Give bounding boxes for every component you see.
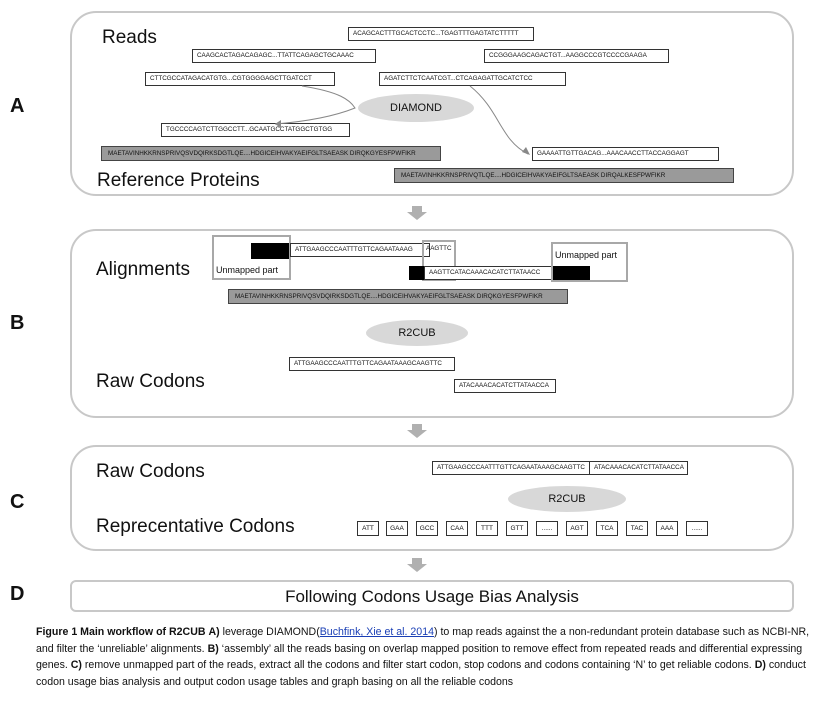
caption-letter-c: C) (70, 659, 82, 671)
reads-title: Reads (102, 27, 157, 48)
raw-codon-seq: ATTGAAGCCCAATTTGTTCAGAATAAAGCAAGTTC (432, 461, 593, 475)
raw-codons-title: Raw Codons (96, 461, 205, 482)
panel-letter-b: B (10, 312, 25, 334)
read-sequence: GAAAATTGTTGACAG...AAACAACCTTACCAGGAGT (532, 147, 719, 161)
alignments-title: Alignments (96, 259, 190, 280)
panel-letter-d: D (10, 583, 25, 605)
codon-box: TAC (626, 521, 648, 536)
unmapped-read-segment (552, 266, 590, 280)
codon-box: AAA (656, 521, 678, 536)
reference-protein-bar: MAETAVINHKKRNSPRIVQTLQE....HDGICEIHVAKYA… (394, 168, 734, 183)
caption-letter-a: A) (208, 626, 220, 638)
unmapped-read-segment (409, 266, 424, 280)
caption-text-c: remove unmapped part of the reads, extra… (81, 659, 752, 671)
read-sequence: AGATCTTCTCAATCGT...CTCAGAGATTGCATCTCC (379, 72, 566, 86)
r2cub-ellipse: R2CUB (366, 320, 468, 346)
mapping-arrowhead (522, 147, 530, 155)
citation-link[interactable]: Buchfink, Xie et al. 2014 (319, 626, 434, 638)
codon-box: ATT (357, 521, 379, 536)
unmapped-label-right: Unmapped part (555, 250, 618, 260)
codon-box: ...... (686, 521, 708, 536)
caption-letter-d: D) (754, 659, 766, 671)
down-arrow (407, 424, 427, 438)
mapping-arrowhead (275, 120, 281, 128)
panel-letter-a: A (10, 95, 25, 117)
unmapped-box-left (212, 235, 291, 280)
read-sequence: CCGGGAAGCAGACTGT...AAGGCCCGTCCCCGAAGA (484, 49, 669, 63)
caption-text-a: leverage DIAMOND( (219, 626, 320, 638)
raw-codon-seq: ATACAAACACATCTTATAACCA (454, 379, 556, 393)
codon-box: GTT (506, 521, 528, 536)
raw-codon-seq: ATACAAACACATCTTATAACCA (589, 461, 688, 475)
read-sequence: ACAGCACTTTGCACTCCTC...TGAGTTTGAGTATCTTTT… (348, 27, 534, 41)
raw-codons-title: Raw Codons (96, 371, 205, 392)
panel-d-title: Following Codons Usage Bias Analysis (285, 587, 579, 606)
mapping-arrow (469, 85, 529, 155)
figure-caption: Figure 1 Main workflow of R2CUB A) lever… (36, 624, 812, 690)
overlap-box (422, 240, 456, 281)
codon-box: ...... (536, 521, 558, 536)
reference-proteins-title: Reference Proteins (97, 170, 260, 191)
caption-text-b: ‘assembly’ all the reads basing on overl… (36, 642, 803, 672)
codon-box: TTT (476, 521, 498, 536)
overlap-seq: AAGTTC (426, 245, 452, 252)
unmapped-read-segment (251, 243, 289, 259)
representative-codons-title: Reprecentative Codons (96, 516, 295, 537)
reference-protein-bar: MAETAVINHKKRNSPRIVQSVDQIRKSDGTLQE....HDG… (101, 146, 441, 161)
raw-codon-seq: ATTGAAGCCCAATTTGTTCAGAATAAAGCAAGTTC (289, 357, 455, 371)
panel-letter-c: C (10, 491, 25, 513)
codon-box: AGT (566, 521, 588, 536)
mapping-arrow (274, 85, 356, 125)
alignment-read: AAGTTCATACAAACACATCTTATAACC (424, 266, 556, 280)
read-sequence: TGCCCCAGTCTTGGCCTT...GCAATGCCTATGGCTGTGG (161, 123, 350, 137)
codon-box: GAA (386, 521, 408, 536)
unmapped-box-right (551, 242, 628, 282)
caption-title: Figure 1 Main workflow of R2CUB (36, 626, 206, 638)
read-sequence: CAAGCACTAGACAGAGC...TTATTCAGAGCTGCAAAC (192, 49, 376, 63)
codon-box: GCC (416, 521, 438, 536)
alignment-read: ATTGAAGCCCAATTTGTTCAGAATAAAG (290, 243, 430, 257)
codon-box: TCA (596, 521, 618, 536)
alignment-protein-bar: MAETAVINHKKRNSPRIVQSVDQIRKSDGTLQE....HDG… (228, 289, 568, 304)
panel-d (70, 580, 794, 612)
down-arrow (407, 206, 427, 220)
down-arrow (407, 558, 427, 572)
diamond-ellipse: DIAMOND (358, 94, 474, 122)
caption-text-d: conduct codon usage bias analysis and ou… (36, 659, 806, 688)
read-sequence: CTTCGCCATAGACATGTG...CGTGGGGAGCTTGATCCT (145, 72, 335, 86)
codon-box: CAA (446, 521, 468, 536)
unmapped-label-left: Unmapped part (216, 265, 279, 275)
caption-text-a2: ) to map reads against the a non-redunda… (36, 626, 810, 655)
r2cub-ellipse: R2CUB (508, 486, 626, 512)
caption-letter-b: B) (207, 642, 219, 655)
